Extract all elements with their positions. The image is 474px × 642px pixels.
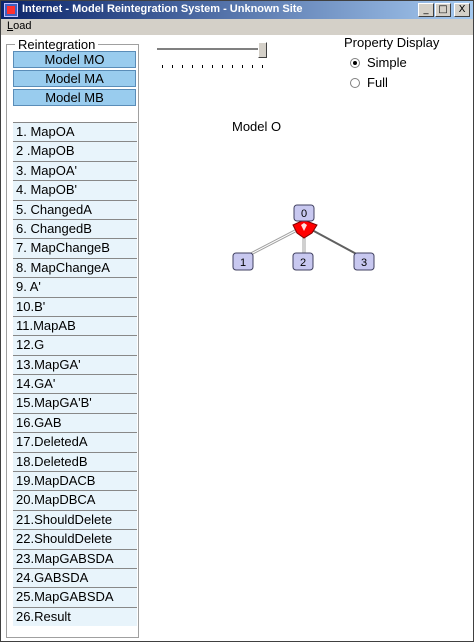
radio-simple-circle[interactable] [350,58,360,68]
model-mb-button[interactable]: Model MB [13,89,136,106]
slider-tick [182,65,183,68]
list-item[interactable]: 25.MapGABSDA [13,587,137,607]
node-3-label: 3 [361,257,367,269]
list-item[interactable]: 7. MapChangeB [13,238,137,258]
property-display-title: Property Display [344,35,440,50]
list-item[interactable]: 15.MapGA'B' [13,393,137,413]
slider-tick [162,65,163,68]
node-3[interactable] [353,252,375,271]
node-0[interactable] [293,204,315,222]
list-item[interactable]: 3. MapOA' [13,160,137,181]
list-item[interactable]: 26.Result [13,606,137,627]
maximize-button[interactable]: □ [435,3,451,17]
list-item[interactable]: 24.GABSDA [13,567,137,588]
window-title: Internet - Model Reintegration System - … [22,3,303,15]
list-item[interactable]: 9. A' [13,277,137,297]
slider-track [157,48,267,51]
slider-tick [192,65,193,68]
slider-tick [202,65,203,68]
zoom-slider[interactable] [157,40,269,70]
list-item[interactable]: 13.MapGA' [13,354,137,375]
app-icon [4,3,18,17]
radio-simple-label: Simple [367,55,407,70]
list-item[interactable]: 18.DeletedB [13,451,137,472]
node-2[interactable] [292,252,314,271]
reintegration-label: Reintegration [15,37,99,52]
list-item[interactable]: 14.GA' [13,374,137,394]
list-item[interactable]: 23.MapGABSDA [13,548,137,568]
menu-bar: Load [1,19,473,35]
edge-0-1-inner [244,229,298,258]
list-item[interactable]: 16.GAB [13,412,137,433]
model-view-title: Model O [232,119,282,134]
edge-0-3 [311,229,363,258]
list-item[interactable]: 8. MapChangeA [13,257,137,278]
title-bar[interactable]: Internet - Model Reintegration System - … [1,1,473,19]
slider-tick [232,65,233,68]
list-item[interactable]: 17.DeletedA [13,432,137,452]
list-item[interactable]: 20.MapDBCA [13,490,137,510]
node-1-label: 1 [240,257,246,269]
list-item[interactable]: 2 .MapOB [13,141,137,161]
node-1[interactable] [232,252,254,271]
list-item[interactable]: 6. ChangedB [13,218,137,239]
slider-tick [262,65,263,68]
list-item[interactable]: 19.MapDACB [13,471,137,491]
radio-full-circle[interactable] [350,78,360,88]
list-item[interactable]: 11.MapAB [13,315,137,336]
main-content: Reintegration Model MO Model MA Model MB… [1,35,473,641]
radio-selected-dot [353,61,357,65]
list-item[interactable]: 10.B' [13,296,137,316]
radio-full-label: Full [367,75,388,90]
slider-tick [172,65,173,68]
list-item[interactable]: 21.ShouldDelete [13,509,137,530]
slider-tick [252,65,253,68]
reintegration-group: Reintegration Model MO Model MA Model MB… [6,37,139,638]
close-button[interactable]: X [454,3,470,17]
menu-load[interactable]: Load [7,20,31,32]
slider-tick [222,65,223,68]
slider-tick [212,65,213,68]
model-graph: 0 1 2 3 [232,204,375,271]
list-item[interactable]: 12.G [13,335,137,355]
connector-inner [301,223,307,231]
menu-load-mnemonic: L [7,20,14,32]
model-mo-button[interactable]: Model MO [13,51,136,68]
node-0-label: 0 [301,208,307,220]
list-item[interactable]: 4. MapOB' [13,180,137,200]
list-item[interactable]: 1. MapOA [13,122,137,142]
slider-thumb[interactable] [258,42,267,58]
list-item[interactable]: 22.ShouldDelete [13,529,137,549]
list-item[interactable]: 5. ChangedA [13,199,137,219]
slider-tick [242,65,243,68]
node-2-label: 2 [300,257,306,269]
menu-load-label: oad [13,20,32,32]
minimize-button[interactable]: _ [418,3,434,17]
model-ma-button[interactable]: Model MA [13,70,136,87]
